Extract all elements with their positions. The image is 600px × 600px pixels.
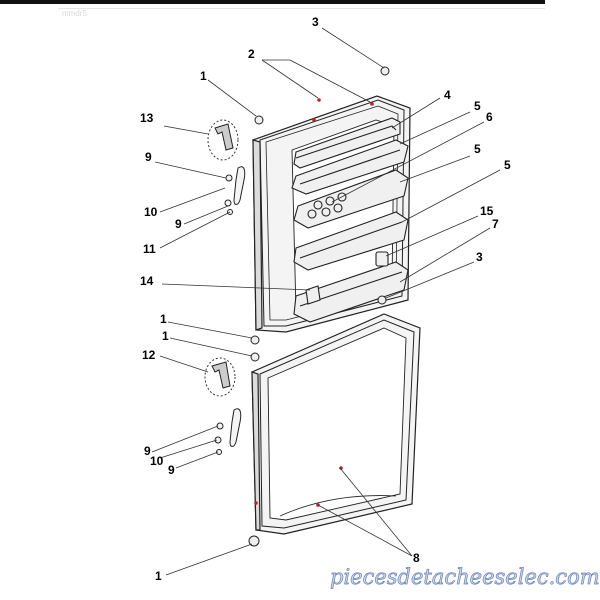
lower-door <box>251 313 421 535</box>
callout-15: 15 <box>480 204 494 218</box>
callout-5-c: 5 <box>504 158 511 172</box>
top-black-bar <box>0 0 545 4</box>
hinge-12 <box>204 357 236 397</box>
callout-8: 8 <box>413 551 420 565</box>
callout-9-a: 9 <box>145 150 152 164</box>
callout-1-mid-a: 1 <box>160 312 167 326</box>
callout-4: 4 <box>444 88 451 102</box>
callout-1-mid-b: 1 <box>162 329 169 343</box>
callout-6: 6 <box>486 110 493 124</box>
part-15 <box>375 251 389 267</box>
callout-1-bottom: 1 <box>155 569 162 583</box>
callout-3-top: 3 <box>312 15 319 29</box>
red-marks <box>312 98 374 122</box>
part-14 <box>305 285 321 305</box>
header-faint-text: mmdr5 <box>62 9 87 18</box>
pin-1-bottom <box>248 535 260 547</box>
callout-9-c: 9 <box>144 444 151 458</box>
callout-labels: 3 2 1 4 5 6 13 5 9 5 10 9 15 7 11 3 14 1… <box>140 15 511 583</box>
callout-10-b: 10 <box>150 454 164 468</box>
callout-5-b: 5 <box>474 142 481 156</box>
site-watermark: piecesdetacheeselec.com <box>330 565 600 589</box>
callout-9-b: 9 <box>175 217 182 231</box>
top-strip: mmdr5 <box>0 0 600 18</box>
pin-3-top <box>380 66 390 76</box>
callout-3-mid: 3 <box>476 250 483 264</box>
handle-lower <box>214 408 242 455</box>
callout-1-top: 1 <box>200 69 207 83</box>
top-rule <box>58 8 545 9</box>
callout-9-d: 9 <box>168 463 175 477</box>
callout-2: 2 <box>248 47 255 61</box>
pin-1-mid-a <box>250 335 260 345</box>
shelf-4 <box>293 117 401 169</box>
pin-3-mid <box>377 295 387 305</box>
callout-11: 11 <box>143 242 156 256</box>
hinge-13 <box>207 119 239 161</box>
callout-5-a: 5 <box>474 99 481 113</box>
pin-1-top <box>254 115 264 125</box>
callout-12: 12 <box>142 348 156 362</box>
handle-upper <box>224 166 246 215</box>
shelf-5b <box>293 211 409 271</box>
callout-13: 13 <box>140 111 154 125</box>
callout-10-a: 10 <box>144 205 158 219</box>
leader-lines <box>151 27 501 576</box>
callout-14: 14 <box>140 274 154 288</box>
shelf-7 <box>293 261 409 323</box>
callout-7: 7 <box>492 217 499 231</box>
upper-door-shelves <box>291 117 409 323</box>
pin-1-mid-b <box>250 352 260 362</box>
